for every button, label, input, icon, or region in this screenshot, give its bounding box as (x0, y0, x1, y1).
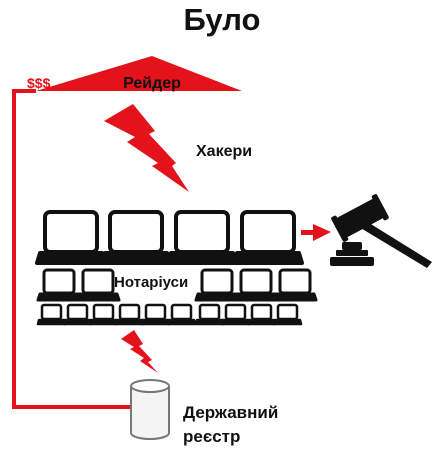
laptop-icon (36, 268, 82, 302)
laptop-icon (35, 210, 107, 265)
raider-registry-link (12, 89, 134, 409)
laptop-icon (220, 303, 251, 326)
lightning-icon (121, 330, 158, 373)
page-title: Було (183, 2, 261, 37)
arrow-right-icon (301, 224, 331, 241)
laptop-icon (233, 268, 279, 302)
notaries-label: Нотаріуси (114, 274, 189, 291)
raider-roof (36, 56, 242, 91)
laptop-icon (246, 303, 277, 326)
laptop-icon (194, 303, 225, 326)
laptop-icon (62, 303, 93, 326)
laptop-icon (88, 303, 119, 326)
laptop-icon (272, 268, 318, 302)
lightning-icon (104, 104, 189, 192)
laptop-icon (166, 210, 238, 265)
laptop-icon (100, 210, 172, 265)
laptop-icon (75, 268, 121, 302)
laptop-icon (140, 303, 171, 326)
raider-label: Рейдер (123, 75, 181, 92)
laptop-icon (36, 303, 67, 326)
laptop-icon (232, 210, 304, 265)
gavel-icon (330, 194, 432, 268)
laptop-icon (114, 303, 145, 326)
laptop-row-small (36, 303, 303, 326)
laptop-icon (166, 303, 197, 326)
registry-label: Державний реєстр (183, 403, 279, 446)
laptop-icon (272, 303, 303, 326)
money-label: $$$ (27, 75, 51, 91)
laptop-row-large (35, 210, 304, 265)
laptop-icon (194, 268, 240, 302)
hackers-label: Хакери (196, 143, 253, 160)
laptop-row-medium (36, 268, 318, 302)
database-icon (130, 379, 170, 440)
